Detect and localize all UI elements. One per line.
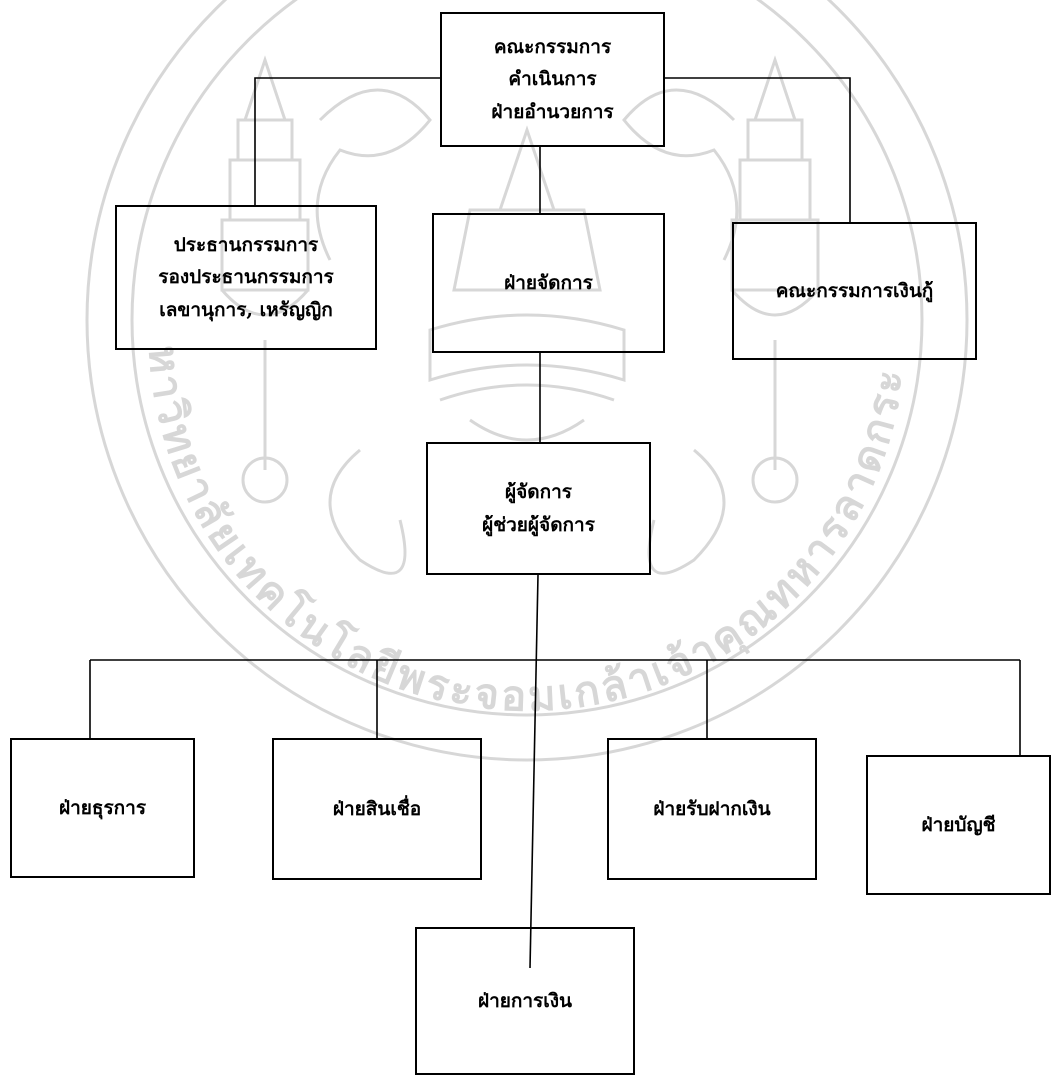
box-deposit: ฝ่ายรับฝากเงิน: [607, 738, 817, 880]
box-credit: ฝ่ายสินเชื่อ: [272, 738, 482, 880]
box-admin: ฝ่ายธุรการ: [10, 738, 195, 878]
connector-board-loan-committee: [664, 77, 851, 222]
box-manager: ผู้จัดการ ผู้ช่วยผู้จัดการ: [426, 442, 651, 575]
left-naga-icon: [328, 448, 407, 575]
seal-outer-ring: [85, 0, 969, 762]
box-management: ฝ่ายจัดการ: [432, 213, 665, 353]
box-accounting: ฝ่ายบัญชี: [866, 755, 1051, 895]
box-chairman: ประธานกรรมการ รองประธานกรรมการ เลขานุการ…: [115, 205, 377, 350]
left-flourish-icon: [315, 88, 432, 261]
box-loan-committee: คณะกรรมการเงินกู้: [732, 222, 977, 360]
crown-ornament-icon: [428, 125, 626, 442]
seal-inner-ring: [130, 0, 924, 717]
right-flourish-icon: [622, 88, 739, 261]
box-board-of-directors: คณะกรรมการ คำเนินการ ฝ่ายอำนวยการ: [440, 12, 665, 147]
right-spire-icon: [730, 55, 820, 504]
box-finance: ฝ่ายการเงิน: [415, 927, 635, 1075]
connector-board-chairman: [254, 77, 440, 205]
connector-manager-finance: [529, 574, 539, 969]
